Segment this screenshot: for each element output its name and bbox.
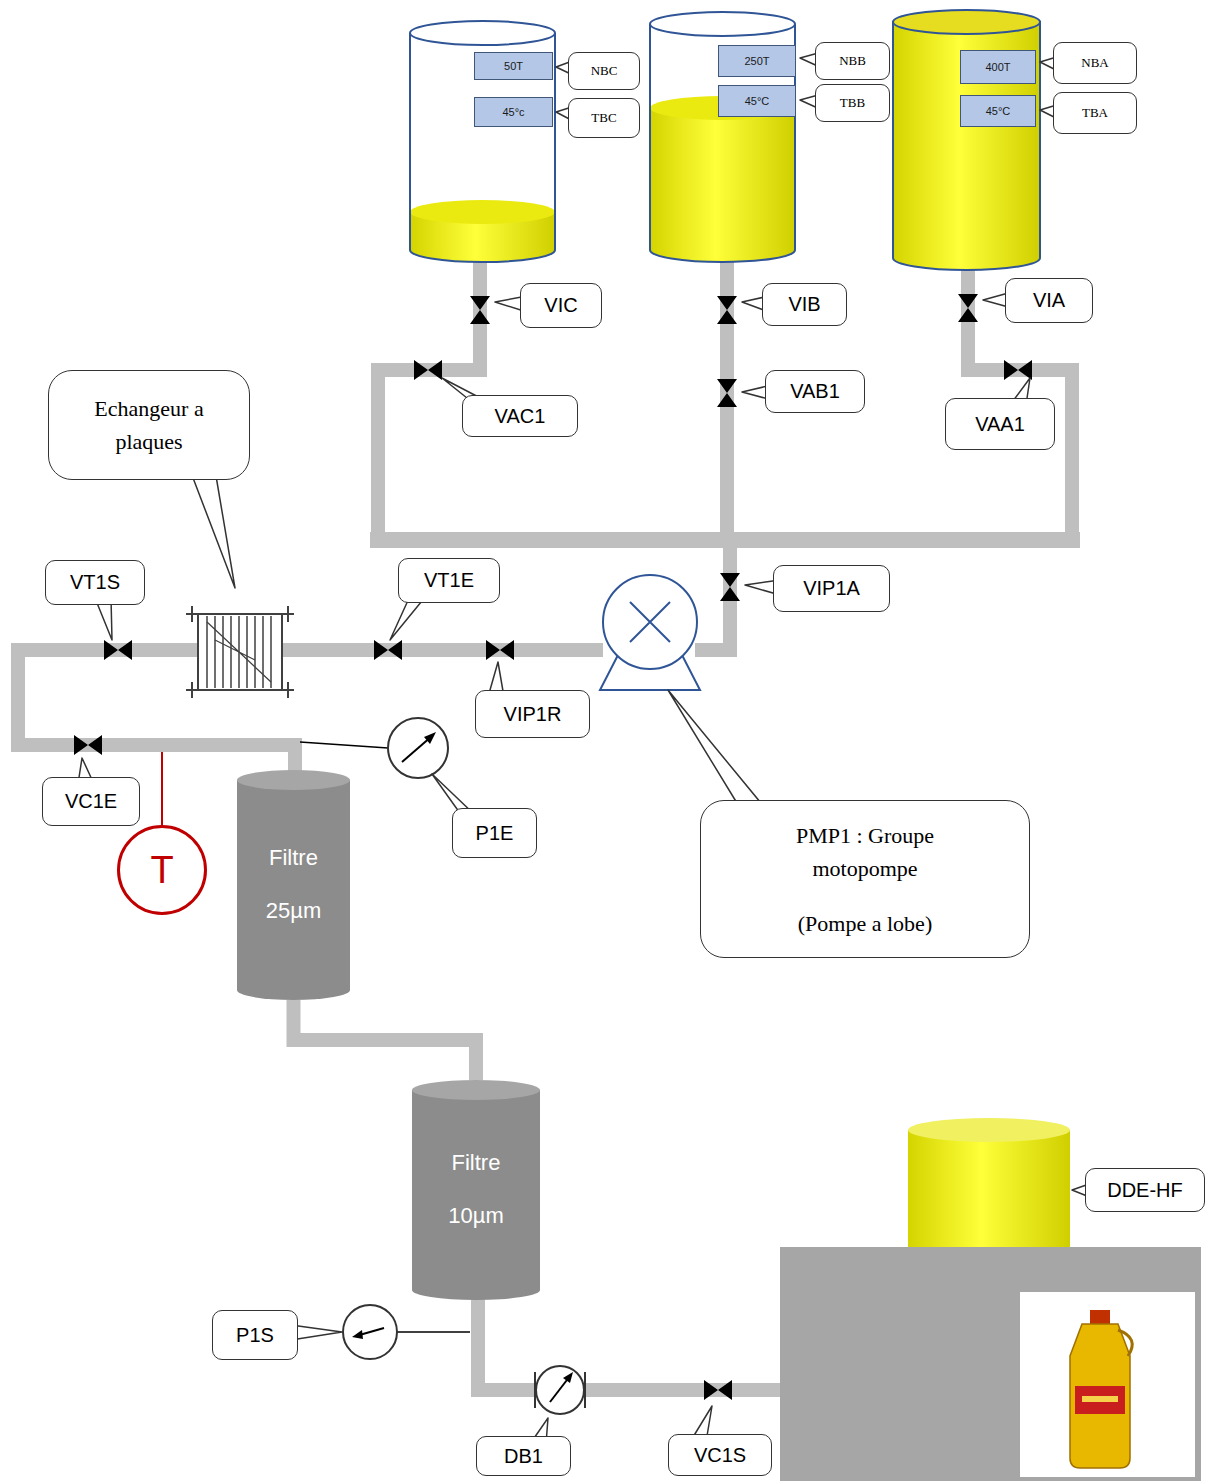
valve-callout: VAB1 <box>765 370 865 413</box>
valve-callout: VT1S <box>45 560 145 605</box>
node-text: VIB <box>788 293 820 316</box>
node-text: VIC <box>544 294 577 317</box>
node-text: Filtre 10µm <box>436 1137 516 1243</box>
tag-callout: NBA <box>1053 42 1137 84</box>
tag-callout: NBB <box>815 42 890 80</box>
level-display: 50T <box>474 52 553 80</box>
node-text: Filtre 25µm <box>254 832 334 938</box>
node-text: VIP1R <box>504 703 562 726</box>
cylinder-outline <box>412 1080 540 1300</box>
valve-callout: VAC1 <box>462 395 578 437</box>
node-text: VT1S <box>70 571 120 594</box>
node-text: 250T <box>744 55 769 67</box>
node-text: VAA1 <box>975 413 1025 436</box>
node-text: T <box>150 849 173 892</box>
pipe-network <box>18 250 1080 1390</box>
callout-bubble: PMP1 : Groupe motopompe (Pompe a lobe) <box>700 800 1030 958</box>
pipe-connector <box>294 1000 477 1080</box>
valve-callout: VIA <box>1005 278 1093 323</box>
filter-cylinder: Filtre 25µm <box>237 770 350 1000</box>
level-display: 45°C <box>718 85 796 117</box>
level-display: 45°C <box>960 95 1036 127</box>
tag-callout: TBC <box>568 98 640 138</box>
node-text: 45°c <box>502 106 524 118</box>
valve-callout: VC1E <box>42 777 140 826</box>
node-text: VT1E <box>424 569 474 592</box>
valve-callout: VC1S <box>668 1434 772 1476</box>
cylinder-outline <box>237 770 350 1000</box>
node-text: P1S <box>236 1324 274 1347</box>
valve-callout: P1S <box>212 1310 298 1360</box>
valve-callout: DDE-HF <box>1085 1168 1205 1212</box>
node-text: VC1E <box>65 790 117 813</box>
node-text: TBC <box>591 110 616 126</box>
level-display: 45°c <box>474 97 553 127</box>
node-text: PMP1 : Groupe motopompe <box>760 819 970 885</box>
valve-callout: P1E <box>452 808 537 858</box>
node-text: NBC <box>591 63 618 79</box>
storage-tank <box>410 21 555 262</box>
temperature-sensor: T <box>117 825 207 915</box>
node-text: 400T <box>985 61 1010 73</box>
node-text: VAB1 <box>790 380 840 403</box>
tag-callout: NBC <box>568 52 640 90</box>
node-text: VIP1A <box>803 577 860 600</box>
valve-callout: VIP1R <box>475 690 590 738</box>
level-display: 250T <box>718 45 796 77</box>
lobe-pump <box>600 575 700 690</box>
valve-callout: DB1 <box>476 1436 571 1476</box>
plate-heat-exchanger <box>186 606 294 698</box>
valve-callout: VIP1A <box>773 565 890 612</box>
filter-cylinder: Filtre 10µm <box>412 1080 540 1300</box>
level-display: 400T <box>960 50 1036 84</box>
node-text: NBB <box>839 53 866 69</box>
node-text: Echangeur a plaques <box>74 392 224 458</box>
node-text: DDE-HF <box>1107 1179 1183 1202</box>
node-text: TBB <box>840 95 865 111</box>
valve-callout: VIB <box>762 283 847 326</box>
tag-callout: TBB <box>815 84 890 122</box>
node-text: TBA <box>1082 105 1108 121</box>
node-text: 45°C <box>986 105 1011 117</box>
node-text: P1E <box>476 822 514 845</box>
valve-callout: VT1E <box>398 558 500 603</box>
callout-bubble: Echangeur a plaques <box>48 370 250 480</box>
node-text: 45°C <box>745 95 770 107</box>
node-text: 50T <box>504 60 523 72</box>
node-text: VIA <box>1033 289 1065 312</box>
valve-callout: VIC <box>520 283 602 328</box>
node-text: NBA <box>1081 55 1108 71</box>
storage-tank <box>893 10 1040 270</box>
tag-callout: TBA <box>1053 92 1137 134</box>
node-text: DB1 <box>504 1445 543 1468</box>
valve-callout: VAA1 <box>945 398 1055 450</box>
node-text: VC1S <box>694 1444 746 1467</box>
callout-tails <box>78 52 1092 1444</box>
node-text: VAC1 <box>495 405 546 428</box>
storage-tank <box>650 12 795 262</box>
instrument-symbols <box>162 718 585 1414</box>
node-text: (Pompe a lobe) <box>798 907 932 940</box>
